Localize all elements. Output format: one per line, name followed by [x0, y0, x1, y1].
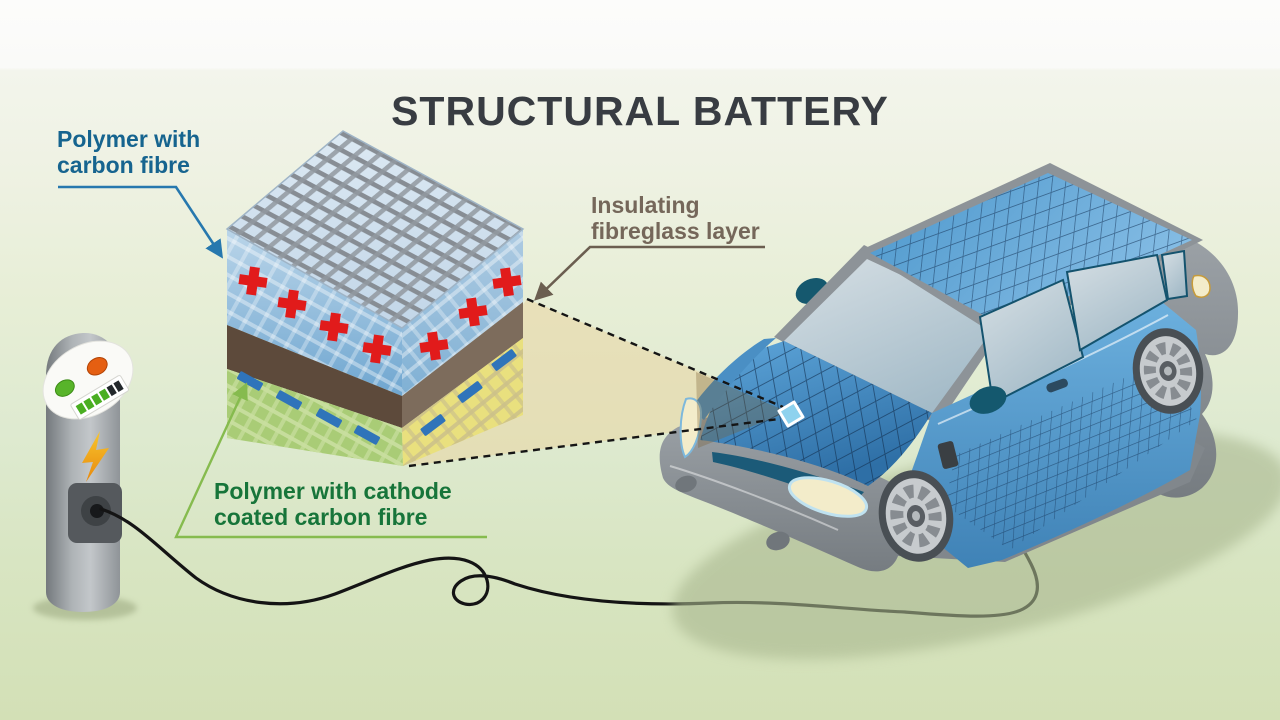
bumper-accent [669, 465, 839, 531]
far-headlight [679, 397, 703, 459]
far-fender [690, 338, 776, 420]
station-head-panel [42, 340, 134, 420]
battery-gauge [70, 375, 129, 420]
quarter-window [1160, 249, 1189, 301]
insulating-layer-right-face [402, 302, 523, 428]
front-wheel [878, 470, 954, 562]
front-door-window [978, 278, 1085, 405]
label-cathode: Polymer with cathode coated carbon fibre [214, 478, 452, 530]
insulation-leader-line [534, 245, 765, 301]
cathode-leader-line [174, 382, 487, 539]
taillight [1191, 274, 1211, 298]
callout-dashed-lines [408, 297, 784, 468]
door-handle [1046, 378, 1068, 393]
near-headlight [787, 476, 869, 518]
page-title: STRUCTURAL BATTERY [391, 88, 889, 134]
insulating-layer-left-face [227, 325, 402, 428]
highlight-square [777, 400, 805, 428]
lightning-icon [82, 431, 109, 482]
rear-wheel [1132, 328, 1204, 414]
anode-leader-line [58, 185, 223, 259]
green-led [54, 379, 75, 397]
charge-socket [68, 483, 122, 543]
orange-led [86, 357, 108, 376]
charging-station [33, 332, 137, 620]
plus-markers [238, 266, 522, 364]
fog-light-right [766, 531, 790, 551]
label-insulation: Insulating fibreglass layer [591, 192, 760, 244]
fog-light-left [675, 475, 697, 493]
label-anode: Polymer with carbon fibre [57, 126, 201, 178]
battery-block [225, 130, 525, 466]
electric-car [659, 163, 1280, 660]
minus-markers [236, 349, 517, 445]
bonnet [700, 341, 932, 506]
charge-port [937, 441, 959, 469]
cone-hood-tint [696, 372, 788, 448]
rear-door-window [1065, 253, 1169, 352]
near-mirror [969, 386, 1007, 414]
